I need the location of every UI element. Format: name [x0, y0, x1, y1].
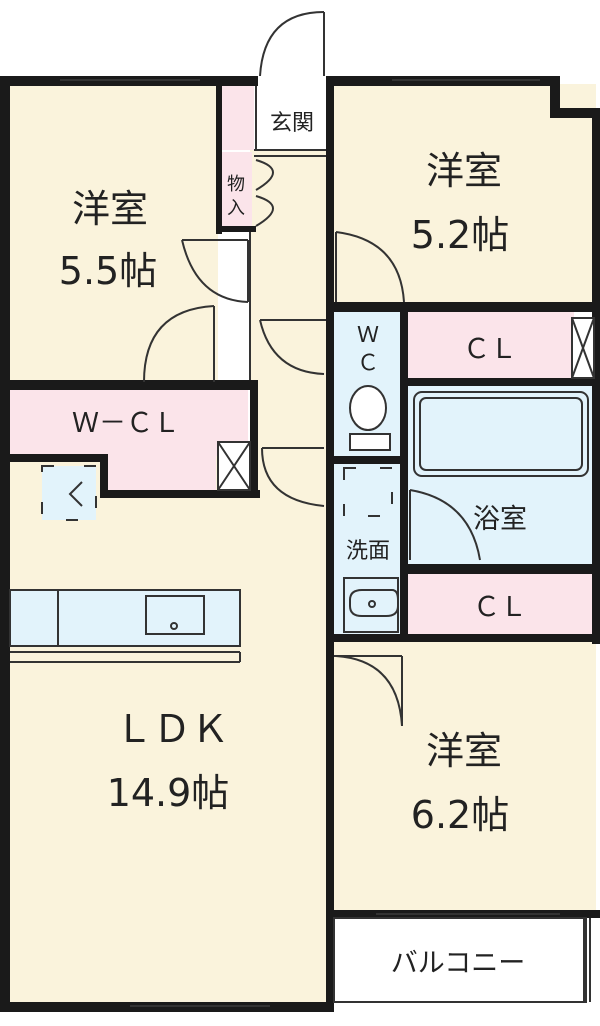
room-se-floor: [334, 636, 596, 912]
wall-wc-right: [400, 304, 408, 640]
floor-fills: [8, 84, 596, 1004]
wall-left: [0, 76, 10, 1010]
wall-bath-bottom: [400, 564, 600, 574]
wash-basin: [343, 577, 399, 633]
thin-lines: [9, 11, 595, 1007]
room-ne-floor: [334, 84, 596, 306]
bath-label: 浴室: [473, 504, 527, 535]
room-nw-name: 洋室: [72, 187, 148, 231]
wall-right-mid: [592, 304, 600, 644]
ldk-name: ＬＤＫ: [115, 707, 229, 751]
cl-upper-floor: [408, 312, 574, 380]
room-nw-floor: [8, 84, 218, 382]
wall-clu-bottom: [400, 378, 600, 386]
wall-right-upper: [592, 108, 600, 308]
room-ne-name: 洋室: [426, 149, 502, 193]
room-se-name: 洋室: [426, 729, 502, 773]
wall-wcl-bottom-right: [100, 490, 260, 498]
wall-wcl-right: [250, 380, 258, 498]
closet-lower-label: ＣＬ: [473, 592, 527, 623]
storage-label-2: 入: [227, 198, 245, 219]
ldk-floor: [8, 456, 332, 1004]
storage-floor: [220, 152, 252, 228]
wcl-floor-lower: [106, 452, 216, 492]
closet-upper-label: ＣＬ: [463, 334, 517, 365]
wall-notch-v: [550, 76, 560, 116]
ac-unit: [41, 465, 97, 521]
storage-label-1: 物: [227, 174, 245, 195]
wall-wcl-step: [100, 454, 108, 496]
room-ne-size: 5.2帖: [411, 213, 509, 257]
wall-nw-right: [216, 84, 222, 234]
labels: 洋室 5.5帖 洋室 5.2帖 ＬＤＫ 14.9帖 洋室 6.2帖 玄関 物 入…: [59, 111, 527, 979]
wc-label-1: Ｗ: [357, 323, 379, 348]
wall-wcl-bottom-left: [0, 454, 106, 462]
bathtub: [413, 391, 589, 477]
entrance-label: 玄関: [270, 111, 314, 136]
wall-cll-bottom: [330, 634, 600, 642]
wcl-floor: [10, 388, 248, 456]
wcl-label: Ｗ－ＣＬ: [72, 408, 180, 439]
toilet-tank: [349, 433, 391, 451]
ldk-size: 14.9帖: [107, 771, 230, 815]
cl-lower-floor: [408, 572, 594, 636]
wall-storage-bottom: [216, 226, 256, 232]
genkan-floor: [220, 86, 254, 150]
wall-wcl-top: [0, 380, 256, 390]
wc-label-2: Ｃ: [357, 351, 379, 376]
room-se-size: 6.2帖: [411, 793, 509, 837]
balcony-floor: [336, 918, 584, 1002]
wall-wc-mid: [330, 456, 406, 464]
kitchen-counter: [9, 589, 241, 647]
room-nw-size: 5.5帖: [59, 249, 157, 293]
wall-notch-h: [550, 108, 600, 118]
toilet-bowl: [349, 385, 387, 431]
washroom-label: 洗面: [346, 539, 390, 564]
wall-center: [326, 76, 334, 1010]
wall-ne-bottom: [326, 302, 600, 312]
kitchen-sink: [145, 595, 205, 635]
balcony-label: バルコニー: [391, 948, 525, 979]
